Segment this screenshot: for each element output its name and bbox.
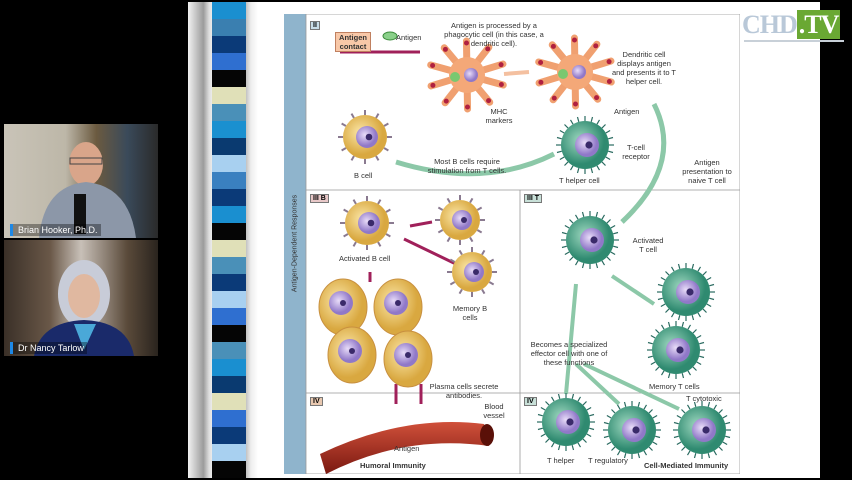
side-label: Antigen-Dependent Responses — [291, 194, 299, 293]
antigen-label: Antigen — [394, 444, 420, 453]
stripe — [212, 87, 246, 104]
humoral-immunity-title: Humoral Immunity — [360, 461, 426, 470]
mhc-label: MHC markers — [485, 107, 513, 125]
stripe — [212, 189, 246, 206]
memory-t-cell — [657, 263, 715, 321]
stripe — [212, 291, 246, 308]
stripe — [212, 223, 246, 240]
presentation-caption: Antigen presentation to naive T cell — [682, 158, 732, 185]
activated-b-cell — [340, 196, 394, 250]
blood-vessel-label: Blood vessel — [483, 402, 505, 420]
participant-tile-brian: Brian Hooker, Ph.D. — [4, 124, 158, 238]
t-regulatory-cell — [603, 401, 661, 459]
side-band — [284, 14, 306, 474]
panel-tag: III B — [310, 194, 329, 203]
memory-t-cell — [647, 321, 705, 379]
participant-tile-nancy: Dr Nancy Tarlow — [4, 240, 158, 356]
antigen-contact-label: Antigen contact — [335, 32, 371, 52]
t-helper-cell — [556, 116, 614, 174]
chd-tv-logo: CHD.TV — [742, 10, 844, 42]
panel-tag: II — [310, 21, 320, 30]
b-cell — [338, 110, 392, 164]
stripe — [212, 121, 246, 138]
memory-b-label: Memory B cells — [452, 304, 488, 322]
t-helper-effector-cell — [537, 393, 595, 451]
activated-t-cell — [561, 211, 619, 269]
activated-b-label: Activated B cell — [339, 254, 391, 263]
t-cytotoxic-cell — [673, 401, 731, 459]
stripe — [212, 444, 246, 461]
arrow-to-b-cell — [395, 151, 556, 177]
tcell-receptor-label: T-cell receptor — [622, 143, 650, 161]
stripe — [212, 2, 246, 19]
stripe — [212, 206, 246, 223]
stripe — [212, 359, 246, 376]
memory-t-label: Memory T cells — [649, 382, 700, 391]
stripe — [212, 138, 246, 155]
participant-video — [34, 260, 134, 356]
antigen-legend-icon — [382, 31, 398, 41]
arrow — [403, 220, 461, 268]
t-cytotoxic-label: T cytotoxic — [686, 394, 722, 403]
dendritic-cell-presenting — [535, 34, 615, 110]
participant-name: Brian Hooker, Ph.D. — [10, 224, 101, 236]
becomes-caption: Becomes a specialized effector cell with… — [530, 340, 608, 367]
cell-mediated-immunity-title: Cell-Mediated Immunity — [644, 461, 729, 470]
stripe — [212, 19, 246, 36]
activated-t-label: Activated T cell — [632, 236, 664, 254]
stripe — [212, 274, 246, 291]
stripe — [212, 53, 246, 70]
t-helper-label: T helper — [547, 456, 575, 465]
b-cell-label: B cell — [354, 171, 373, 180]
t-regulatory-label: T regulatory — [588, 456, 628, 465]
plasma-cell — [373, 278, 423, 336]
blood-vessel — [320, 422, 489, 474]
t-helper-label: T helper cell — [559, 176, 600, 185]
stripe — [212, 325, 246, 342]
stripe — [212, 308, 246, 325]
immune-response-diagram: II III B III T IV IV Antigen-Dependent R… — [284, 14, 740, 474]
arrow-to-naive-t — [620, 102, 667, 224]
stripe — [212, 36, 246, 53]
antigen-legend: Antigen — [396, 33, 422, 42]
antigen-label: Antigen — [614, 107, 640, 116]
panel-tag: IV — [524, 397, 537, 406]
plasma-cell — [383, 330, 433, 388]
stripe — [212, 342, 246, 359]
stripe — [212, 172, 246, 189]
memory-b-cell — [435, 195, 485, 245]
stripe — [212, 70, 246, 87]
panel-tag: IV — [310, 397, 323, 406]
stripe — [212, 393, 246, 410]
stripe — [212, 461, 246, 478]
plasma-cell — [327, 326, 377, 384]
memory-b-cell — [447, 247, 497, 297]
panel-tag: III T — [524, 194, 543, 203]
decorative-stripe-bar — [212, 2, 246, 478]
dendritic-cell — [427, 37, 507, 113]
most-b-caption: Most B cells require stimulation from T … — [427, 157, 507, 175]
stripe — [212, 257, 246, 274]
stripe — [212, 410, 246, 427]
stripe — [212, 155, 246, 172]
phagocytic-caption: Antigen is processed by a phagocytic cel… — [444, 21, 544, 48]
stripe — [212, 427, 246, 444]
plasma-cell — [318, 278, 368, 336]
participant-video — [39, 142, 136, 238]
dendritic-caption: Dendritic cell displays antigen and pres… — [611, 50, 677, 86]
arrow — [503, 70, 530, 76]
stripe — [212, 376, 246, 393]
plasma-caption: Plasma cells secrete antibodies. — [429, 382, 499, 400]
stripe — [212, 240, 246, 257]
participant-name: Dr Nancy Tarlow — [10, 342, 87, 354]
stripe — [212, 104, 246, 121]
